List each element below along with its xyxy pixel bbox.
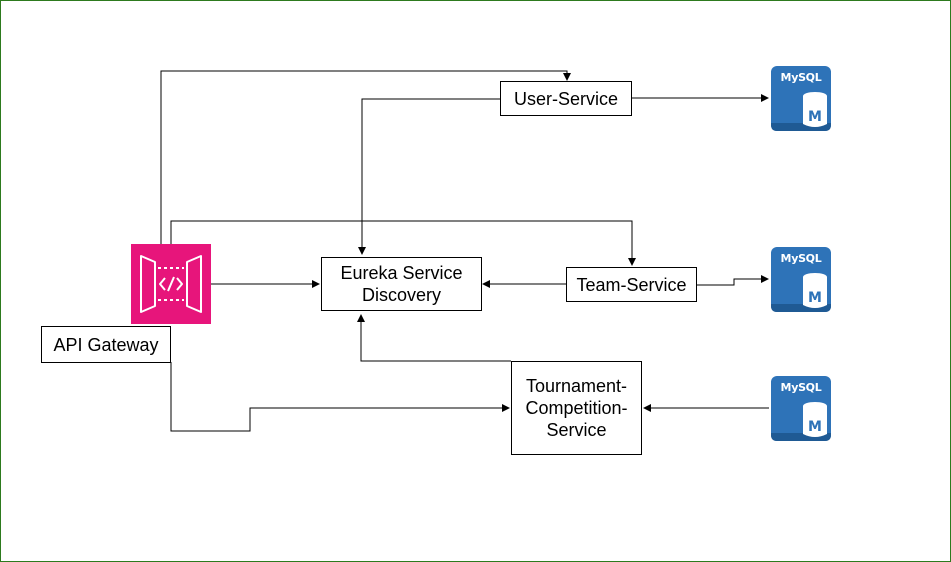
mysql-database-icon-team[interactable]: M MySQL [771, 247, 831, 312]
api-gateway-icon[interactable] [131, 244, 211, 324]
edge-team-service-to-team-db [697, 275, 769, 286]
edge-gateway-to-user-service [160, 70, 571, 244]
tournament-db-label: MySQL [780, 381, 822, 394]
team-db-label: MySQL [780, 252, 822, 265]
svg-text:M: M [808, 109, 822, 125]
mysql-database-icon-user[interactable]: M MySQL [771, 66, 831, 131]
database-icon: M [771, 66, 831, 131]
database-icon: M [771, 247, 831, 312]
user-db-label: MySQL [780, 71, 822, 84]
user-service-node[interactable]: User-Service [500, 81, 632, 116]
api-gateway-label: API Gateway [53, 334, 159, 355]
tournament-competition-service-node[interactable]: Tournament- Competition- Service [511, 361, 642, 455]
edge-gateway-to-tournament [170, 362, 510, 432]
eureka-service-discovery-node[interactable]: Eureka Service Discovery [321, 257, 482, 311]
edge-user-service-to-eureka [358, 98, 500, 255]
tournament-service-label: Tournament- Competition- Service [525, 376, 628, 440]
svg-text:M: M [808, 419, 822, 435]
eureka-label: Eureka Service Discovery [340, 263, 463, 305]
svg-text:M: M [808, 290, 822, 306]
mysql-database-icon-tournament[interactable]: M MySQL [771, 376, 831, 441]
edge-tournament-to-eureka [357, 314, 511, 362]
database-icon: M [771, 376, 831, 441]
team-service-node[interactable]: Team-Service [566, 267, 697, 302]
api-gateway-label-box: API Gateway [41, 326, 171, 363]
team-service-label: Team-Service [576, 274, 687, 295]
edge-gateway-to-team-service [170, 220, 636, 266]
user-service-label: User-Service [513, 88, 619, 109]
